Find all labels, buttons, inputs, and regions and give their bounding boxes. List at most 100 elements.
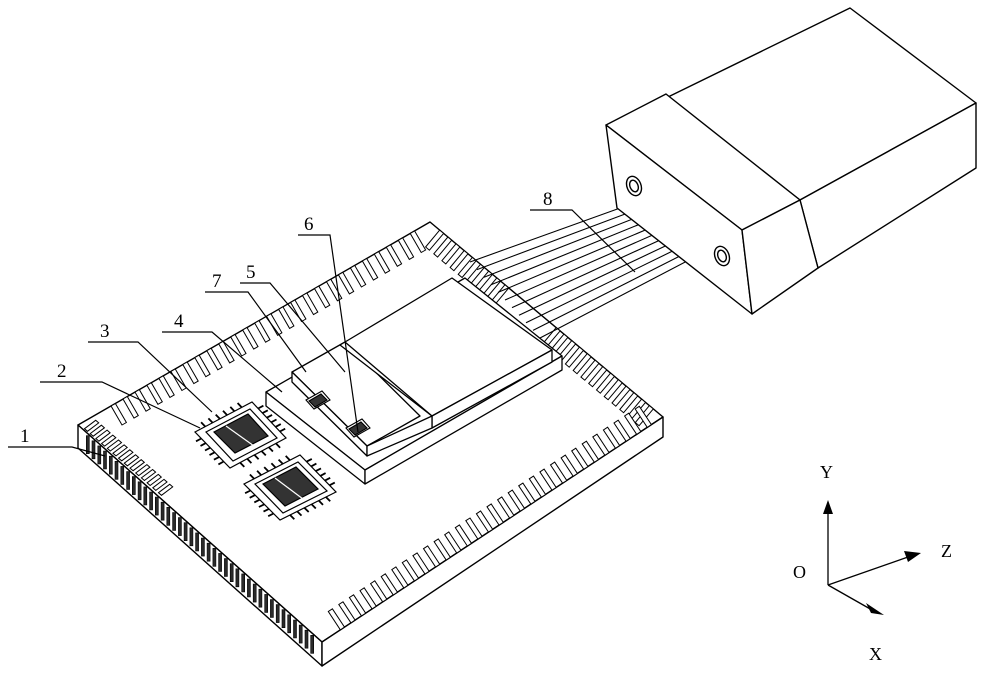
pads-bottom-edge (327, 405, 653, 631)
pad (475, 510, 494, 533)
axis-z-line (827, 556, 909, 586)
label-2: 2 (57, 361, 67, 382)
fiber (504, 222, 681, 301)
leader-5 (240, 282, 346, 373)
pad (581, 440, 600, 463)
block-5 (339, 277, 553, 457)
pad (564, 346, 585, 368)
chip-lead (236, 402, 243, 409)
side-pad (195, 532, 199, 552)
side-pad (293, 619, 297, 639)
pad (634, 405, 653, 429)
chip-a-leads (195, 402, 286, 468)
pad (422, 545, 441, 568)
pad (206, 347, 223, 371)
chip-lead (256, 470, 262, 476)
pad (454, 524, 473, 547)
pad (539, 468, 557, 491)
pad (369, 580, 388, 603)
pad (518, 482, 536, 505)
pad (117, 449, 134, 462)
chip-lead (260, 450, 267, 457)
chip-lead (217, 460, 225, 466)
pads-front-side (83, 419, 315, 654)
pad (457, 256, 477, 279)
pad (592, 433, 610, 456)
fiber (539, 247, 713, 339)
guide-hole-2-inner (716, 249, 728, 263)
chip-a (194, 401, 287, 469)
pad (602, 426, 621, 449)
side-pad (310, 634, 315, 654)
side-pad (201, 537, 205, 557)
side-pad (149, 491, 153, 511)
chip-lead (310, 503, 317, 510)
fiber (497, 217, 674, 293)
side-pad (206, 542, 211, 562)
side-pad (235, 568, 240, 588)
leader-lines (8, 209, 636, 457)
chip-lead (253, 498, 261, 504)
chip-lead (246, 458, 253, 464)
substrate-side-right (321, 416, 664, 667)
chip-b-leads (244, 455, 336, 520)
side-pad (178, 517, 182, 536)
side-pad (275, 604, 280, 623)
chip-lead (270, 462, 277, 469)
leader-6 (298, 234, 359, 433)
side-pad (137, 481, 142, 501)
pad (327, 608, 346, 631)
chip-lead (209, 451, 216, 456)
label-6: 6 (304, 214, 314, 235)
pad (182, 361, 199, 385)
pad (401, 559, 420, 582)
side-pad (143, 486, 148, 506)
block-7 (291, 341, 421, 457)
pad (465, 517, 483, 540)
chip-lead (279, 427, 286, 433)
side-pad (103, 450, 107, 470)
pad (380, 573, 399, 596)
pad (603, 378, 623, 401)
axis-x-line (827, 584, 873, 611)
chip-lead (262, 409, 269, 414)
chip-lead (195, 437, 202, 443)
chip-lead (263, 466, 270, 473)
chip-lead (315, 467, 322, 472)
axes (823, 500, 921, 615)
pad (444, 531, 462, 554)
pad (580, 359, 600, 381)
pad (424, 229, 445, 251)
chip-lead (200, 442, 207, 447)
pad (325, 278, 343, 302)
pad (486, 503, 504, 526)
pad (528, 475, 547, 498)
chip-lead (249, 473, 255, 480)
axis-labels: Y Z O X (793, 462, 952, 664)
pad (349, 264, 367, 288)
pad (230, 333, 247, 357)
pad (265, 313, 283, 336)
chip-lead (275, 442, 281, 449)
pad (313, 285, 331, 309)
chip-lead (324, 477, 331, 482)
side-pad (91, 440, 96, 460)
pad (412, 552, 430, 575)
side-pad (224, 558, 228, 577)
pad (433, 538, 452, 561)
side-pad (304, 629, 309, 649)
leader-7 (205, 291, 307, 373)
chip-lead (229, 406, 236, 412)
side-pad (252, 583, 257, 603)
pad (619, 391, 639, 414)
pad (373, 250, 391, 274)
pad (100, 434, 117, 447)
side-pad (166, 506, 171, 526)
side-pad (212, 547, 217, 567)
label-5: 5 (246, 262, 256, 283)
chip-lead (249, 494, 256, 499)
pad (449, 249, 469, 272)
chip-lead (319, 472, 327, 477)
side-pad (132, 476, 136, 495)
